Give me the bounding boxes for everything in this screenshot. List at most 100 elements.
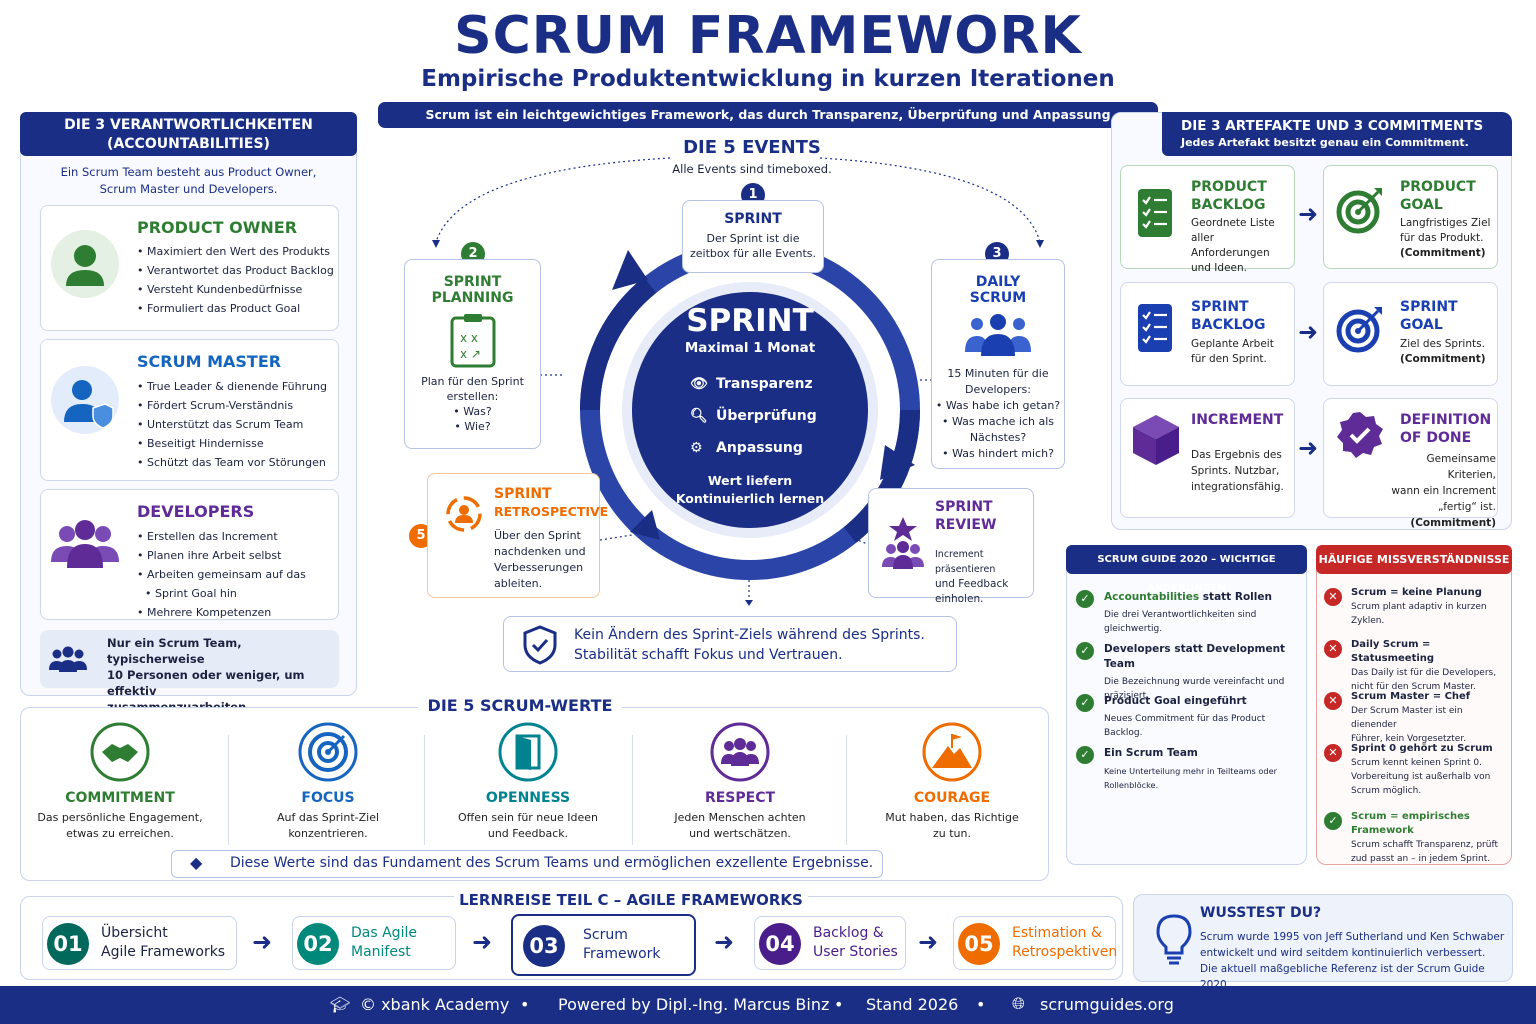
step-number: 04: [759, 923, 801, 965]
artifact-text: Geplante Arbeit für den Sprint.: [1191, 337, 1274, 367]
commitment-card-definition-of-done: DEFINITION OF DONE Gemeinsame Kriterien,…: [1323, 398, 1498, 529]
value-divider: [846, 735, 847, 845]
myth-line: Vorbereitung ist außerhalb von: [1351, 772, 1491, 782]
step-label: Übersicht Agile Frameworks: [101, 924, 225, 962]
arrow-right-icon: ➜: [918, 928, 939, 956]
artifacts-heading: DIE 3 ARTEFAKTE UND 3 COMMITMENTS Jedes …: [1162, 112, 1512, 156]
myth-title: Sprint 0 gehört zu Scrum: [1351, 743, 1493, 754]
value-courage: COURAGE Mut haben, das Richtige zu tun.: [862, 722, 1042, 842]
value-text: Das persönliche Engagement,: [37, 811, 203, 824]
bullet-item: Schützt das Team vor Störungen: [137, 453, 327, 472]
value-text: und wertschätzen.: [689, 827, 791, 840]
values-footer-text: Diese Werte sind das Fundament des Scrum…: [230, 855, 874, 871]
bullet-item: Unterstützt das Scrum Team: [137, 415, 327, 434]
role-title: PRODUCT OWNER: [137, 218, 298, 237]
journey-step-1[interactable]: 01 Übersicht Agile Frameworks: [42, 916, 237, 970]
role-card-scrum-master: SCRUM MASTER True Leader & dienende Führ…: [40, 339, 339, 481]
footer-website-link[interactable]: scrumguides.org: [1040, 995, 1174, 1014]
myth-line: Das Daily ist für die Developers,: [1351, 668, 1497, 678]
people-icon: [710, 722, 770, 782]
value-text: Jeden Menschen achten: [674, 811, 806, 824]
globe-icon: 🌐︎: [1012, 994, 1025, 1013]
myth-title: Scrum Master = Chef: [1351, 691, 1471, 702]
myth-text: Scrum Master = Chef Der Scrum Master ist…: [1351, 690, 1511, 746]
journey-step-3[interactable]: 03 Scrum Framework: [511, 914, 696, 976]
event-title: SCRUM: [969, 290, 1027, 306]
magnifier-icon: 🔍︎: [690, 408, 708, 424]
footer-line: Wert liefern: [707, 473, 793, 488]
intro-banner: Scrum ist ein leichtgewichtiges Framewor…: [378, 102, 1158, 148]
svg-text:x x: x x: [460, 331, 478, 345]
event-text-line: ableiten.: [494, 577, 543, 590]
team-icon: [51, 520, 119, 568]
title-line: GOAL: [1400, 197, 1443, 213]
value-title: RESPECT: [704, 790, 776, 806]
title-line: PRODUCT: [1400, 179, 1476, 195]
myth-item: ✕ Daily Scrum = Statusmeeting Das Daily …: [1324, 638, 1510, 692]
step-line: Agile Frameworks: [101, 944, 226, 960]
guide-item: ✓ Ein Scrum Team Keine Unterteilung mehr…: [1076, 744, 1304, 796]
event-text: Increment präsentieren und Feedback einh…: [935, 547, 1033, 607]
step-line: User Stories: [813, 944, 898, 960]
myth-title: Scrum = keine Planung: [1351, 587, 1482, 598]
event-text: Plan für den Sprint: [421, 375, 524, 388]
check-circle-icon: ✓: [1076, 590, 1094, 608]
myth-line: Zyklen.: [1351, 616, 1385, 626]
role-title: SCRUM MASTER: [137, 352, 282, 371]
value-title: FOCUS: [301, 790, 355, 806]
value-divider: [632, 735, 633, 845]
guide-item-bold: Ein Scrum Team: [1104, 747, 1198, 759]
event-title: SPRINT: [494, 486, 552, 502]
event-title: SPRINT: [724, 211, 782, 227]
shield-check-icon: [523, 625, 557, 665]
event-text: Über den Sprint nachdenken und Verbesser…: [494, 528, 586, 592]
checklist-icon: [1138, 304, 1172, 352]
step-line: Framework: [583, 946, 661, 962]
event-text-line: Increment präsentieren: [935, 549, 996, 575]
step-line: Das Agile: [351, 925, 417, 941]
event-title: DAILY: [975, 274, 1021, 290]
text-line: und Ideen.: [1191, 262, 1247, 274]
title-line: OF DONE: [1400, 430, 1472, 446]
user-icon: [51, 230, 119, 298]
commitment-text: Ziel des Sprints. (Commitment): [1400, 337, 1486, 367]
title-line: PRODUCT: [1191, 179, 1267, 195]
step-number: 05: [958, 923, 1000, 965]
journey-step-5[interactable]: 05 Estimation & Retrospektiven: [953, 916, 1117, 970]
guide-item-text: Accountabilities statt Rollen Die drei V…: [1104, 590, 1304, 636]
star-team-icon: [882, 517, 924, 569]
event-text: • Was mache ich als: [942, 415, 1054, 428]
text-line: (Commitment): [1400, 353, 1486, 365]
arrow-right-icon: ➜: [1298, 434, 1319, 462]
commitment-title: PRODUCT GOAL: [1400, 178, 1476, 214]
bullet-item: Fördert Scrum-Verständnis: [137, 396, 327, 415]
guide-item-desc: Die drei Verantwortlichkeiten sind gleic…: [1104, 610, 1257, 634]
dyk-line: entwickelt und wird seitdem kontinuierli…: [1200, 947, 1486, 959]
guide-item-bold: statt Rollen: [1199, 591, 1272, 603]
step-number: 01: [47, 923, 89, 965]
event-card-daily-scrum: DAILY SCRUM 15 Minuten für die Developer…: [931, 259, 1065, 469]
step-line: Scrum: [583, 927, 628, 943]
accountabilities-intro: Ein Scrum Team besteht aus Product Owner…: [20, 164, 357, 198]
event-title: REVIEW: [935, 517, 997, 533]
role-bullets: Erstellen das Increment Planen ihre Arbe…: [137, 527, 306, 622]
text-line: für das Produkt.: [1400, 232, 1484, 244]
bullet-item: Erstellen das Increment: [137, 527, 306, 546]
badge-check-icon: [1337, 412, 1383, 458]
value-title: OPENNESS: [485, 790, 571, 806]
step-number: 02: [297, 923, 339, 965]
bullet-item: Sprint Goal hin: [137, 584, 306, 603]
goal-note-text: Kein Ändern des Sprint-Ziels während des…: [574, 625, 925, 665]
value-text: etwas zu erreichen.: [66, 827, 174, 840]
footer-line: Kontinuierlich lernen: [675, 491, 825, 506]
artifact-text: Geordnete Liste aller Anforderungen und …: [1191, 216, 1294, 276]
commitment-card-sprint-goal: SPRINT GOAL Ziel des Sprints. (Commitmen…: [1323, 282, 1498, 386]
text-line: Geordnete Liste: [1191, 217, 1275, 229]
guide-list: ✓ Accountabilities statt Rollen Die drei…: [1076, 588, 1304, 796]
event-text: erstellen:: [446, 390, 499, 403]
journey-step-4[interactable]: 04 Backlog & User Stories: [754, 916, 906, 970]
footer-separator: •: [976, 995, 986, 1014]
journey-step-2[interactable]: 02 Das Agile Manifest: [292, 916, 456, 970]
artifact-card-increment: INCREMENT Das Ergebnis des Sprints. Nutz…: [1120, 398, 1295, 518]
shield-user-icon: [51, 366, 119, 434]
